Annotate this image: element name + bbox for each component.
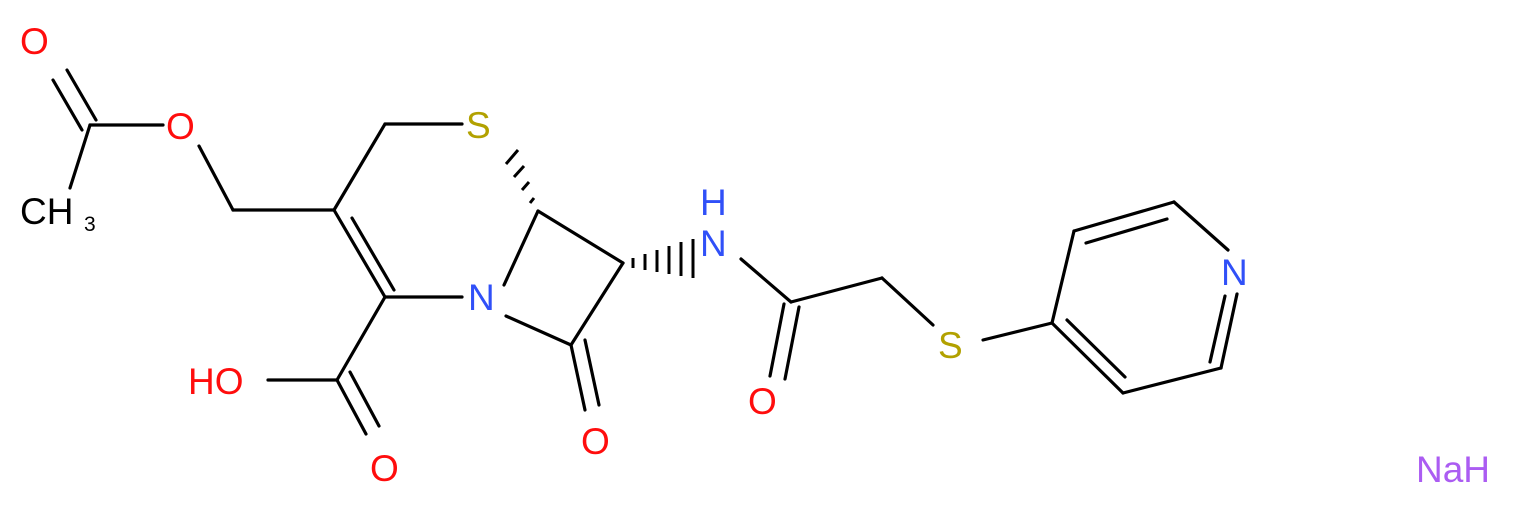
atom-o-ester: O [166,106,195,147]
bond-c3-ch2s [332,122,387,212]
bond-co-o-a [768,302,786,378]
bond-c2-cooh [335,295,387,382]
bond-co-ch2 [789,276,884,304]
atom-ch3-subscript: 3 [84,213,96,236]
bond-py-c6-c5 [1121,366,1223,395]
hashed-wedge-c6-s [504,149,536,204]
bond-py-n-c6-inner [1208,294,1227,364]
bond-c3-c2-double [350,216,396,292]
atom-o-ester-carbonyl: O [20,21,49,62]
bond-c8-o-a [569,343,587,412]
bond-py-c3-c2-inner [1084,217,1169,245]
atom-ch3: CH [20,191,73,232]
atom-o-acid: O [370,448,399,489]
bond-c3-c2-single [332,208,387,299]
bond-c7-c8 [569,261,625,347]
atom-n-pyridine: N [1221,252,1248,293]
bond-c8-n [504,314,573,347]
atom-n-amide: N [700,223,727,264]
bond-acetyl-c-ch3 [68,123,92,190]
bond-py-c2-n [1172,200,1230,252]
atom-s-ring: S [466,105,491,146]
bond-o-ch2 [197,144,235,212]
bond-py-c5-c4 [1050,321,1125,395]
bond-py-c3-c2 [1072,200,1176,233]
bond-acetyl-c-o-double-a [51,78,84,132]
atom-o-lactam: O [581,421,610,462]
bond-n-c6 [502,209,540,287]
bond-nh-co [739,257,793,304]
bond-cooh-o-b [348,370,381,428]
bonds [51,68,1239,436]
bond-py-c4-c3 [1050,229,1076,325]
bond-acetyl-c-o-double-b [65,68,98,122]
atom-labels: O O CH 3 S N N H O O HO O S N NaH [20,21,1490,490]
atom-h-amide: H [700,182,727,223]
bond-co-o-b [783,305,801,381]
atom-s-thioether: S [938,325,963,366]
atom-ho-acid: HO [188,361,244,402]
bond-py-n-c6 [1219,292,1239,370]
bond-s-pyridine [981,321,1054,342]
bond-cooh-o-a [335,378,368,436]
bond-py-c5-c4-inner [1065,318,1127,379]
bond-c6-c7 [536,209,625,265]
atom-o-amide: O [748,381,777,422]
atom-n-ring: N [468,277,495,318]
hashed-wedge-c7-nh [631,239,695,278]
bond-ch2-s [880,276,935,327]
bond-c8-o-b [583,338,601,407]
salt-nah: NaH [1416,449,1490,490]
